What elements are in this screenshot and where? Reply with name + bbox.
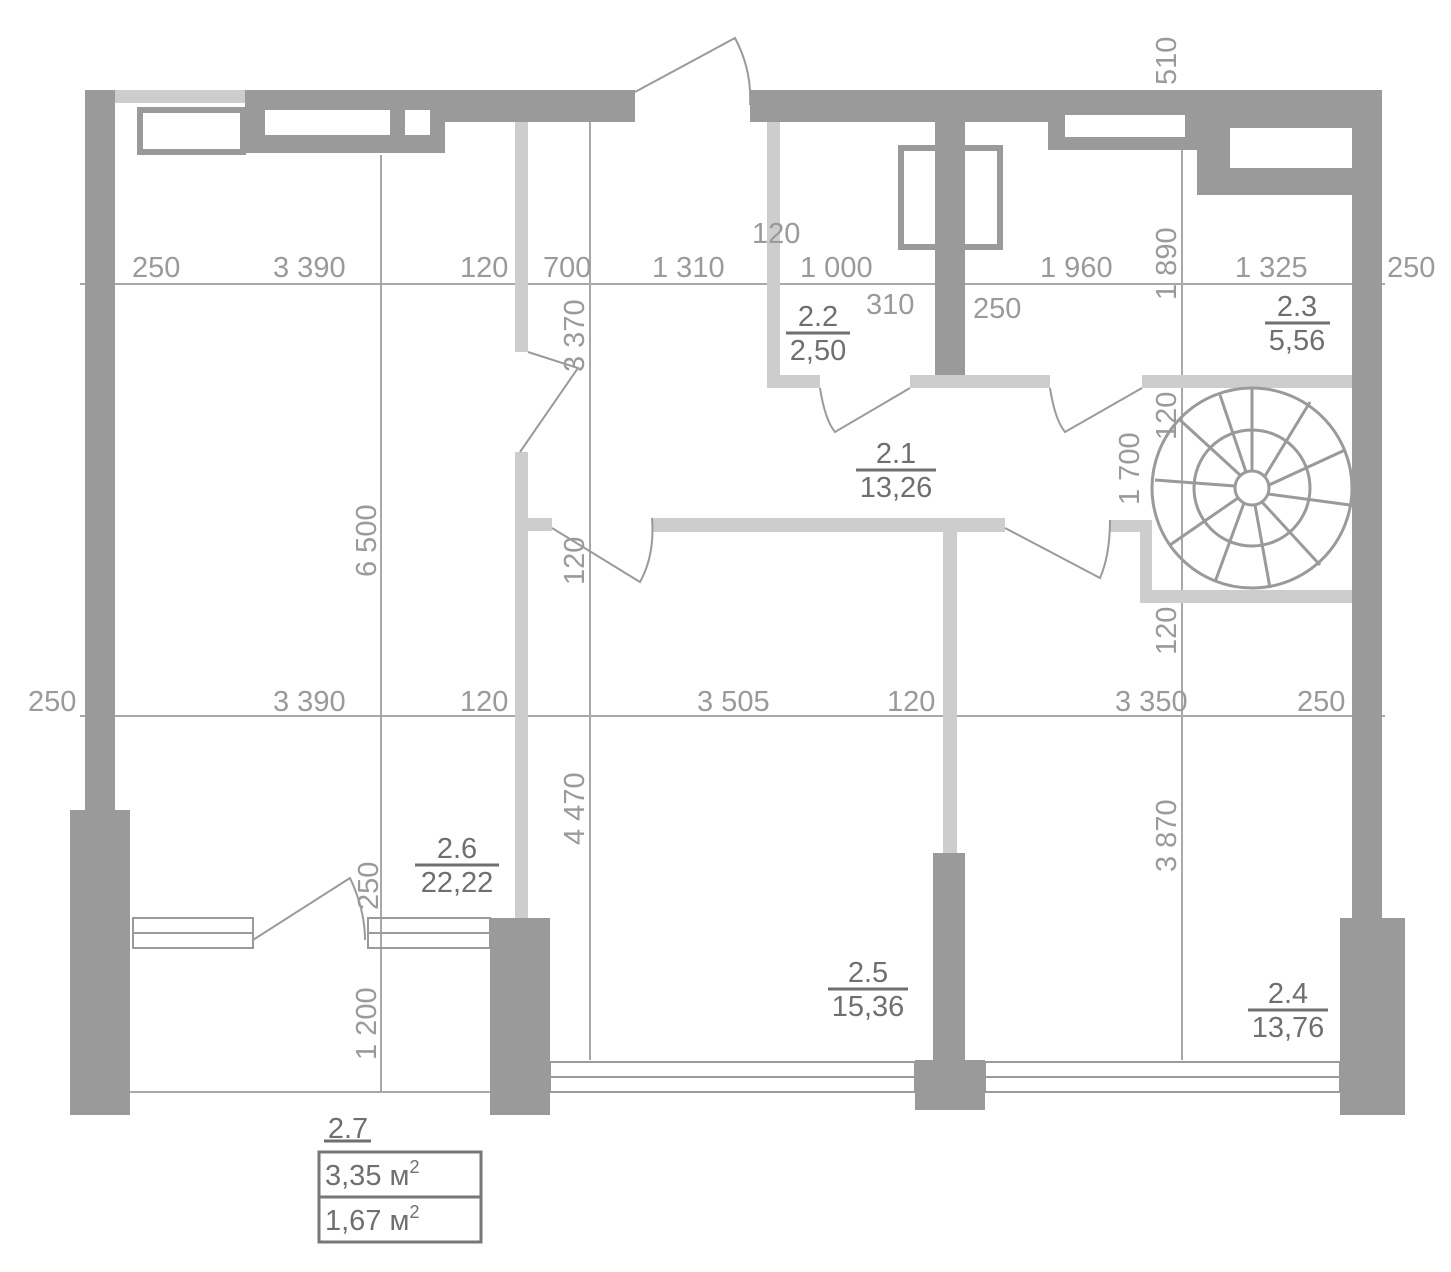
dim-text: 510 <box>1151 37 1183 85</box>
room-id: 2.1 <box>876 438 916 470</box>
dim-text: 250 <box>132 252 180 284</box>
room-area: 13,26 <box>860 472 933 504</box>
room-id: 2.2 <box>798 301 838 333</box>
room-area: 15,36 <box>832 991 905 1023</box>
room-area: 22,22 <box>421 867 494 899</box>
dim-text: 700 <box>543 252 591 284</box>
dimension-lines <box>80 90 1385 1093</box>
room-id: 2.5 <box>848 957 888 989</box>
dim-text: 3 505 <box>697 686 770 718</box>
room-2-2: 2.2 2,50 <box>786 301 850 367</box>
dims-middle: 250 3 390 120 3 505 120 3 350 250 <box>28 686 1345 718</box>
dim-text: 120 <box>1151 392 1183 440</box>
dim-text: 1 310 <box>652 252 725 284</box>
room-id: 2.4 <box>1268 978 1308 1010</box>
dim-text: 3 390 <box>273 686 346 718</box>
room-area: 13,76 <box>1252 1012 1325 1044</box>
dim-text: 6 500 <box>351 504 383 577</box>
area-reduced: 1,67 м2 <box>325 1202 419 1237</box>
dim-text: 250 <box>28 686 76 718</box>
dim-text: 1 200 <box>351 987 383 1060</box>
dim-text: 250 <box>1387 252 1435 284</box>
dim-text: 120 <box>460 686 508 718</box>
dim-text: 120 <box>559 537 591 585</box>
dim-text: 1 960 <box>1040 252 1113 284</box>
dims-vertical: 510 1 890 3 370 6 500 120 1 700 120 120 … <box>351 37 1183 1060</box>
room-id: 2.3 <box>1277 291 1317 323</box>
balcony-label: 2.7 3,35 м2 1,67 м2 <box>317 1113 483 1244</box>
dim-text: 310 <box>866 289 914 321</box>
dim-text: 120 <box>1151 607 1183 655</box>
room-area: 5,56 <box>1269 325 1325 357</box>
doors <box>252 36 1143 941</box>
room-2-4: 2.4 13,76 <box>1248 978 1328 1044</box>
windows <box>132 917 1341 1093</box>
dim-text: 250 <box>353 862 385 910</box>
dim-text: 1 000 <box>800 252 873 284</box>
dim-text: 3 350 <box>1115 686 1188 718</box>
dim-text: 120 <box>460 252 508 284</box>
dim-text: 3 370 <box>559 299 591 372</box>
dim-text: 3 390 <box>273 252 346 284</box>
room-2-1: 2.1 13,26 <box>856 438 936 504</box>
partitions <box>515 122 1352 918</box>
room-2-5: 2.5 15,36 <box>828 957 908 1023</box>
spiral-stair <box>1150 386 1354 590</box>
dim-text: 4 470 <box>559 772 591 845</box>
dim-text: 1 325 <box>1235 252 1308 284</box>
dim-text: 1 700 <box>1114 432 1146 505</box>
area-full: 3,35 м2 <box>325 1157 419 1192</box>
dims-top: 250 3 390 120 700 1 310 1 000 1 960 1 32… <box>132 218 1435 325</box>
walls <box>70 90 1405 1115</box>
room-2-6: 2.6 22,22 <box>415 833 499 899</box>
dim-text: 120 <box>752 218 800 250</box>
dim-text: 3 870 <box>1151 799 1183 872</box>
room-id: 2.6 <box>437 833 477 865</box>
dim-text: 250 <box>1297 686 1345 718</box>
room-2-3: 2.3 5,56 <box>1265 291 1330 357</box>
dim-text: 120 <box>887 686 935 718</box>
dim-text: 1 890 <box>1151 227 1183 300</box>
room-area: 2,50 <box>790 335 846 367</box>
dim-text: 250 <box>973 293 1021 325</box>
